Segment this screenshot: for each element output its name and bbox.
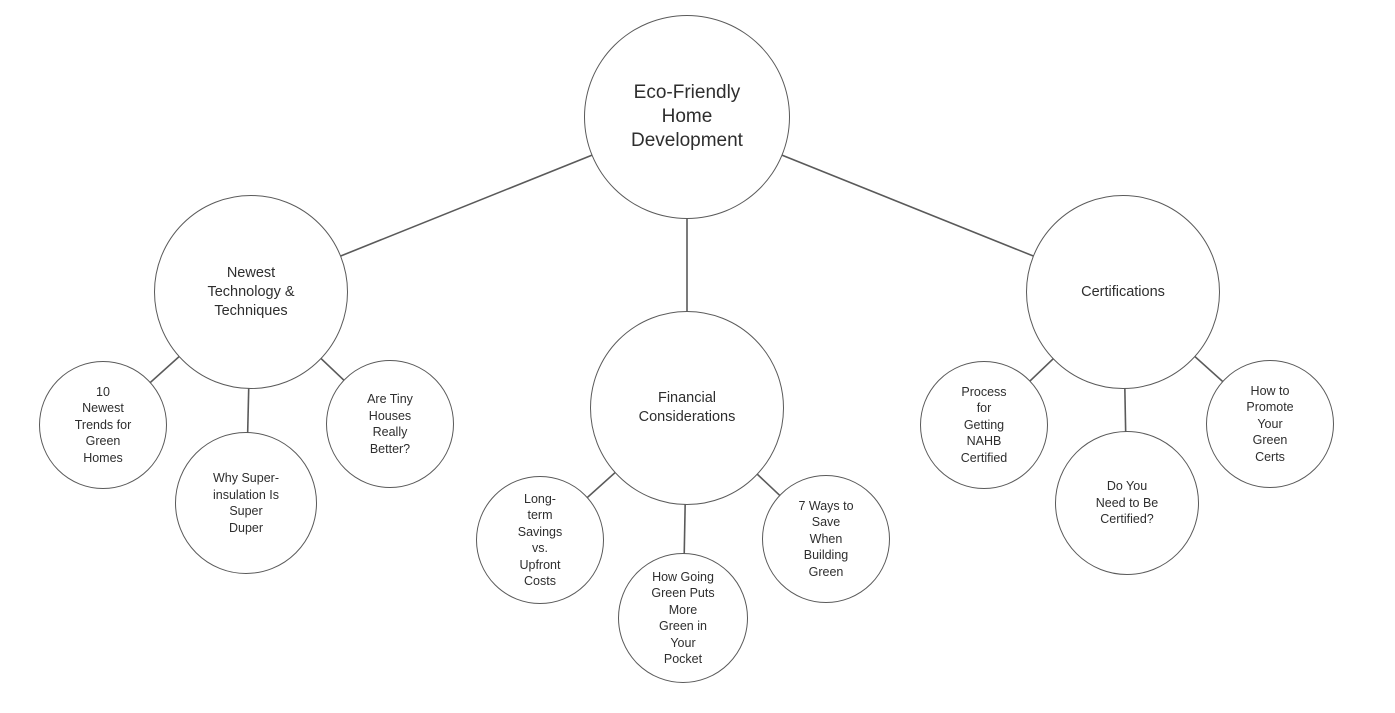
branch-label-technology: Newest Technology & Techniques xyxy=(207,264,295,319)
leaf-label: How Going Green Puts More Green in Your … xyxy=(651,569,715,667)
leaf-label: 7 Ways to Save When Building Green xyxy=(798,498,854,579)
branch-label-financial: Financial Considerations xyxy=(638,390,736,425)
leaf-label: Process for Getting NAHB Certified xyxy=(960,384,1008,465)
leaf-label: Do You Need to Be Certified? xyxy=(1095,479,1159,527)
leaf-node-super-insulation: Why Super- insulation Is Super Duper xyxy=(175,432,317,574)
leaf-label: 10 Newest Trends for Green Homes xyxy=(74,384,132,465)
root-label: Eco-Friendly Home Development xyxy=(631,82,743,151)
leaf-node-need-certified: Do You Need to Be Certified? xyxy=(1055,431,1199,575)
branch-node-financial: Financial Considerations xyxy=(590,311,784,505)
leaf-node-nahb-process: Process for Getting NAHB Certified xyxy=(920,361,1048,489)
leaf-node-seven-ways: 7 Ways to Save When Building Green xyxy=(762,475,890,603)
leaf-label: How to Promote Your Green Certs xyxy=(1246,383,1294,464)
leaf-label: Long- term Savings vs. Upfront Costs xyxy=(517,491,563,589)
root-node: Eco-Friendly Home Development xyxy=(584,15,790,219)
leaf-label: Why Super- insulation Is Super Duper xyxy=(212,471,279,535)
leaf-node-tiny-houses: Are Tiny Houses Really Better? xyxy=(326,360,454,488)
leaf-node-long-term-savings: Long- term Savings vs. Upfront Costs xyxy=(476,476,604,604)
branch-node-technology: Newest Technology & Techniques xyxy=(154,195,348,389)
branch-node-certifications: Certifications xyxy=(1026,195,1220,389)
leaf-node-newest-trends: 10 Newest Trends for Green Homes xyxy=(39,361,167,489)
branch-label-certifications: Certifications xyxy=(1081,283,1165,300)
leaf-node-promote-certs: How to Promote Your Green Certs xyxy=(1206,360,1334,488)
leaf-node-going-green: How Going Green Puts More Green in Your … xyxy=(618,553,748,683)
leaf-label: Are Tiny Houses Really Better? xyxy=(367,392,413,456)
